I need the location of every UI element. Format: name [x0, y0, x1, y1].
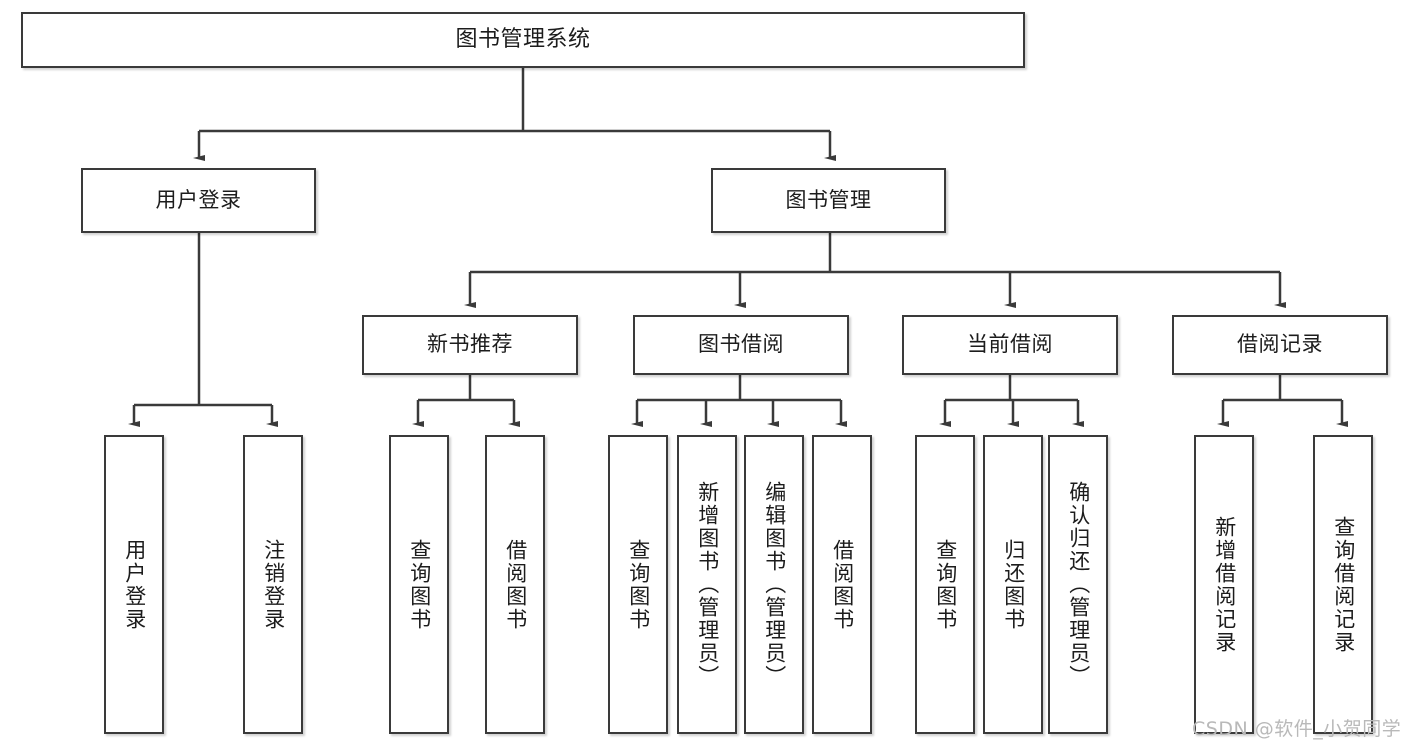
node-label: 图书借阅: [698, 332, 784, 357]
node-new-book-recommend[interactable]: 新书推荐: [362, 315, 578, 375]
node-label: 图书管理: [785, 187, 872, 212]
node-label: 查询图书: [407, 538, 432, 631]
node-label: 归还图书: [1001, 538, 1026, 631]
leaf-edit-book[interactable]: 编辑图书（管理员）: [744, 435, 804, 734]
leaf-user-login[interactable]: 用户登录: [104, 435, 164, 734]
node-label: 借阅记录: [1237, 332, 1323, 357]
node-label: 确认归还（管理员）: [1066, 481, 1091, 688]
node-label: 查询借阅记录: [1331, 515, 1356, 654]
leaf-confirm-return[interactable]: 确认归还（管理员）: [1048, 435, 1108, 734]
node-label: 借阅图书: [830, 538, 855, 631]
node-label: 用户登录: [122, 538, 147, 631]
leaf-add-borrow-record[interactable]: 新增借阅记录: [1194, 435, 1254, 734]
node-label: 编辑图书（管理员）: [762, 481, 787, 688]
node-root-system[interactable]: 图书管理系统: [21, 12, 1025, 68]
node-label: 借阅图书: [503, 538, 528, 631]
node-label: 新增借阅记录: [1212, 515, 1237, 654]
node-book-borrow[interactable]: 图书借阅: [633, 315, 849, 375]
leaf-logout-login[interactable]: 注销登录: [243, 435, 303, 734]
leaf-add-book[interactable]: 新增图书（管理员）: [677, 435, 737, 734]
leaf-query-borrow-record[interactable]: 查询借阅记录: [1313, 435, 1373, 734]
watermark-text: CSDN @软件_小贺同学: [1192, 718, 1402, 740]
node-label: 用户登录: [155, 187, 242, 212]
node-label: 当前借阅: [967, 332, 1053, 357]
leaf-query-book-3[interactable]: 查询图书: [915, 435, 975, 734]
leaf-return-book[interactable]: 归还图书: [983, 435, 1043, 734]
node-current-borrow[interactable]: 当前借阅: [902, 315, 1118, 375]
node-book-manage[interactable]: 图书管理: [711, 168, 946, 233]
leaf-borrow-book-2[interactable]: 借阅图书: [812, 435, 872, 734]
leaf-query-book-1[interactable]: 查询图书: [389, 435, 449, 734]
node-label: 查询图书: [933, 538, 958, 631]
node-label: 图书管理系统: [455, 26, 591, 52]
node-label: 新书推荐: [427, 332, 513, 357]
leaf-borrow-book-1[interactable]: 借阅图书: [485, 435, 545, 734]
node-label: 新增图书（管理员）: [695, 481, 720, 688]
node-borrow-record[interactable]: 借阅记录: [1172, 315, 1388, 375]
leaf-query-book-2[interactable]: 查询图书: [608, 435, 668, 734]
node-label: 注销登录: [261, 538, 286, 631]
node-user-login[interactable]: 用户登录: [81, 168, 316, 233]
node-label: 查询图书: [626, 538, 651, 631]
